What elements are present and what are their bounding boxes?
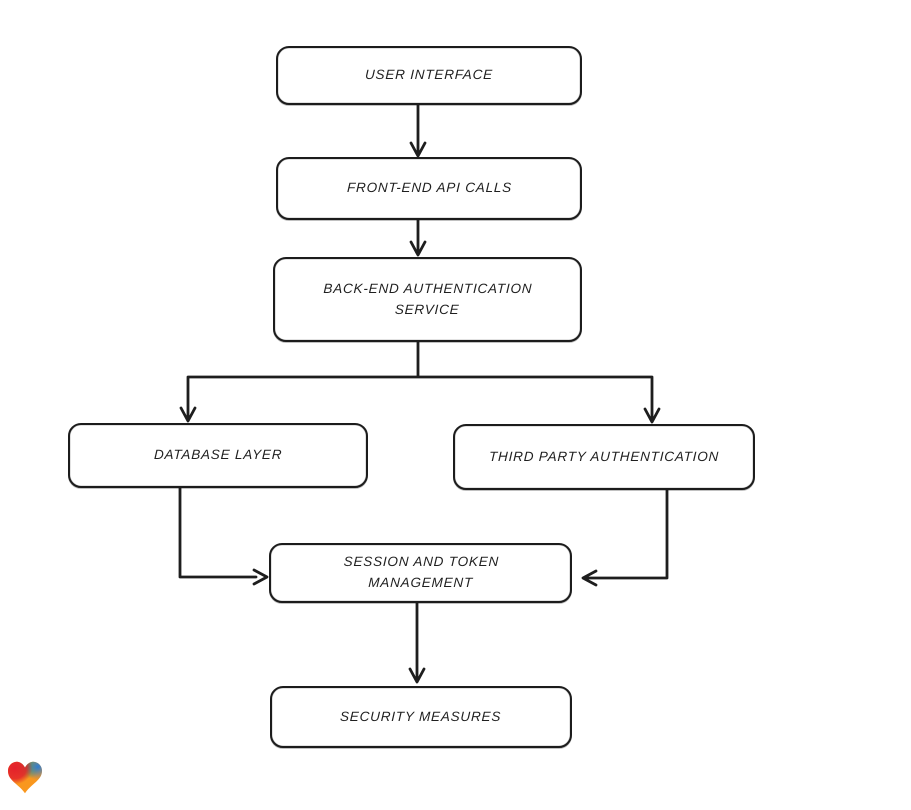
node-front-end-api-calls: FRONT-END API CALLS	[276, 157, 582, 220]
node-label: BACK-END AUTHENTICATION SERVICE	[323, 280, 533, 317]
node-label: DATABASE LAYER	[153, 447, 283, 463]
node-session-and-token-management: SESSION AND TOKEN MANAGEMENT	[269, 543, 572, 603]
edge-database-to-session	[178, 486, 269, 586]
node-security-measures: SECURITY MEASURES	[270, 686, 572, 748]
node-third-party-authentication: THIRD PARTY AUTHENTICATION	[453, 424, 755, 490]
node-label: THIRD PARTY AUTHENTICATION	[488, 448, 720, 464]
edge-user-interface-to-front-end	[409, 103, 427, 158]
node-label: SESSION AND TOKEN MANAGEMENT	[342, 554, 499, 590]
node-database-layer: DATABASE LAYER	[68, 423, 368, 488]
edge-session-to-security	[408, 601, 426, 684]
node-user-interface: USER INTERFACE	[276, 46, 582, 105]
node-label: USER INTERFACE	[364, 67, 494, 83]
heart-red-tint	[8, 761, 42, 794]
edge-third-party-to-session	[581, 488, 669, 587]
gradient-heart-logo[interactable]	[8, 761, 42, 794]
node-label: SECURITY MEASURES	[340, 708, 502, 724]
node-label: FRONT-END API CALLS	[346, 180, 512, 196]
edge-front-end-to-back-end	[409, 218, 427, 257]
node-back-end-authentication-service: BACK-END AUTHENTICATION SERVICE	[273, 257, 582, 342]
edge-back-end-branch-to-database-and-third-party	[179, 340, 661, 424]
